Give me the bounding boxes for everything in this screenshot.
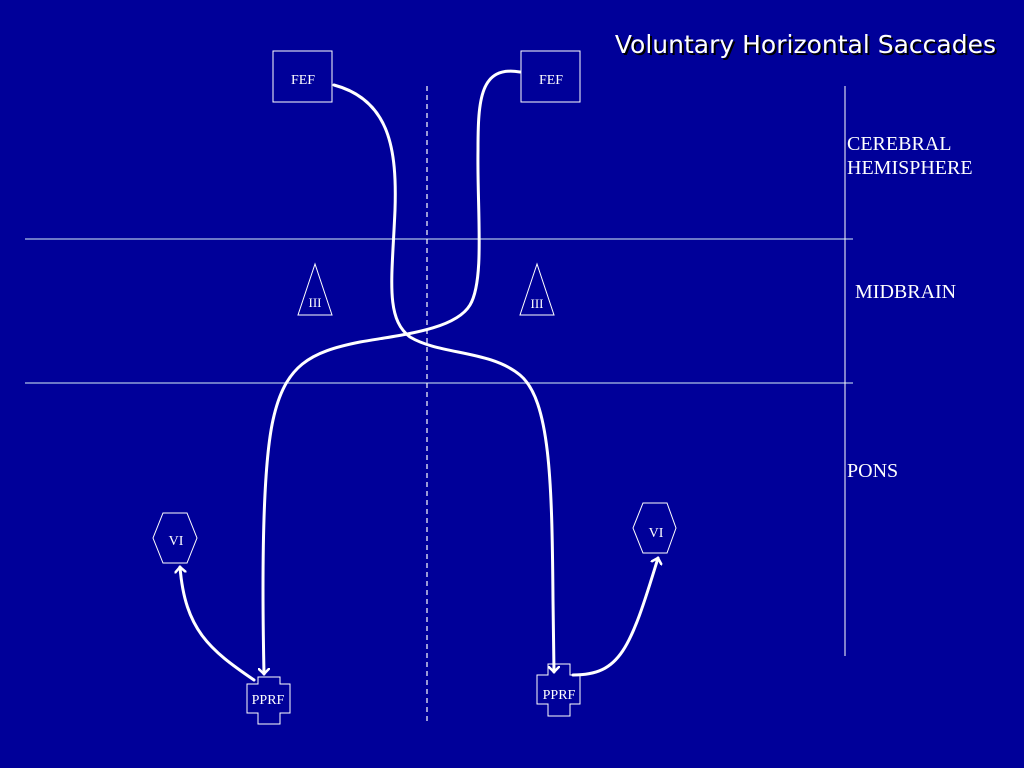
vi-left-label: VI bbox=[169, 534, 184, 549]
pprf-left-label: PPRF bbox=[252, 693, 285, 708]
iii-left-label: III bbox=[309, 295, 322, 310]
vi-right-label: VI bbox=[649, 526, 664, 541]
iii-right-nucleus: III bbox=[519, 262, 555, 316]
pathway-right-fef-to-left-pprf bbox=[263, 69, 522, 674]
pathway-left-pprf-to-left-vi bbox=[180, 567, 256, 682]
iii-right-label: III bbox=[531, 296, 544, 311]
pprf-right-node: PPRF bbox=[536, 663, 581, 717]
pathway-right-pprf-to-right-vi bbox=[571, 558, 658, 677]
pprf-left-node: PPRF bbox=[246, 676, 291, 725]
slide-title: Voluntary Horizontal Saccades bbox=[614, 30, 996, 59]
vi-left-nucleus: VI bbox=[152, 512, 198, 564]
vi-right-nucleus: VI bbox=[632, 502, 677, 554]
fef-right-label: FEF bbox=[539, 73, 563, 88]
fef-left-node: FEF bbox=[272, 50, 333, 103]
region-label-cerebral-line1: CEREBRAL bbox=[847, 133, 952, 155]
region-label-midbrain: MIDBRAIN bbox=[855, 281, 957, 303]
pathway-left-fef-to-right-pprf bbox=[332, 83, 554, 672]
iii-left-nucleus: III bbox=[297, 262, 333, 316]
fef-right-node: FEF bbox=[520, 50, 581, 103]
region-label-pons: PONS bbox=[847, 460, 899, 482]
region-label-cerebral-line2: HEMISPHERE bbox=[847, 157, 973, 179]
region-label-cerebral-hemisphere: CEREBRAL HEMISPHERE bbox=[847, 132, 973, 180]
fef-left-label: FEF bbox=[291, 73, 315, 88]
pprf-right-label: PPRF bbox=[543, 688, 576, 703]
